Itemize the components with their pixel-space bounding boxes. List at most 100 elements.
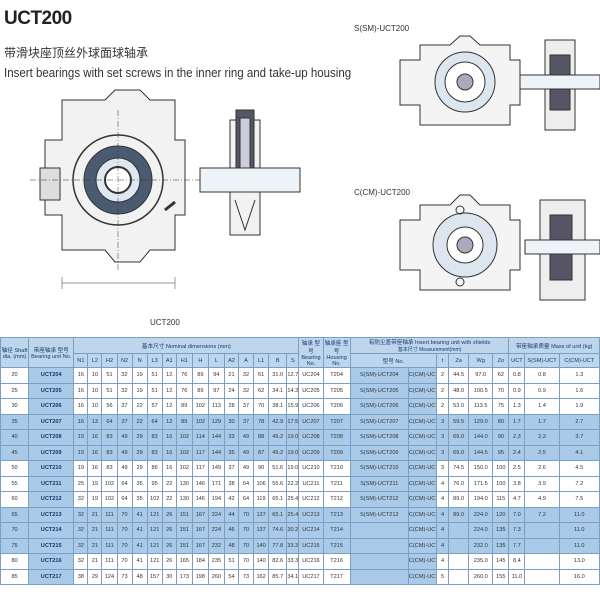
table-cell: UC217 xyxy=(298,568,324,585)
table-cell: 19 xyxy=(73,460,89,477)
table-cell: 24 xyxy=(223,382,240,399)
table-cell: 1.4 xyxy=(524,398,560,415)
table-cell: UC210 xyxy=(298,460,324,477)
uct-front-view xyxy=(30,89,200,289)
specification-table: 轴径 Shaft dia. (mm) 带座轴承 型号 Bearing unit … xyxy=(0,337,600,585)
header-dim-a: A xyxy=(238,353,255,368)
table-cell: 1.6 xyxy=(558,382,600,399)
table-cell: 232 xyxy=(207,537,225,554)
header-meas-za: Za xyxy=(448,353,470,368)
table-cell xyxy=(349,568,409,585)
table-cell: 3 xyxy=(436,444,450,461)
table-cell: 224.0 xyxy=(468,506,494,523)
table-cell: 30 xyxy=(223,413,240,430)
table-cell: 32 xyxy=(238,382,255,399)
table-cell: 7.3 xyxy=(508,522,526,539)
table-cell: 144 xyxy=(207,444,225,461)
page-title: UCT200 xyxy=(4,8,72,29)
table-cell: 16 xyxy=(73,413,89,430)
table-cell: 40 xyxy=(0,429,30,446)
table-cell: 45 xyxy=(0,444,30,461)
table-cell: 155 xyxy=(492,568,510,585)
table-cell: 25.4 xyxy=(286,506,300,523)
table-cell: 157 xyxy=(146,568,163,585)
table-cell: T212 xyxy=(322,491,351,508)
table-cell: 89.0 xyxy=(448,491,470,508)
header-shaft: 轴径 Shaft dia. (mm) xyxy=(0,337,30,368)
table-cell: 65.1 xyxy=(268,491,288,508)
table-cell: 150.0 xyxy=(468,460,494,477)
table-cell: 235.0 xyxy=(468,553,494,570)
table-cell xyxy=(524,537,560,554)
table-cell: 38 xyxy=(223,475,240,492)
header-dim-n: N xyxy=(131,353,148,368)
table-cell: 75 xyxy=(0,537,30,554)
table-cell: 41 xyxy=(131,537,148,554)
table-cell: 26 xyxy=(161,537,177,554)
table-cell: 60 xyxy=(0,491,30,508)
table-cell: S(SM)-UCT211 xyxy=(349,475,409,492)
table-cell: 16 xyxy=(73,382,89,399)
table-cell: 102 xyxy=(175,444,193,461)
table-cell xyxy=(349,553,409,570)
table-cell: 111 xyxy=(101,537,118,554)
table-cell: 140 xyxy=(253,537,270,554)
table-cell: 46 xyxy=(223,522,240,539)
table-cell: T217 xyxy=(322,568,351,585)
table-cell: S(SM)-UCT208 xyxy=(349,429,409,446)
table-cell: 102 xyxy=(175,460,193,477)
header-unit: 带座轴承 型号 Bearing unit No. xyxy=(28,337,75,368)
table-cell: 3.9 xyxy=(524,475,560,492)
table-cell: UC211 xyxy=(298,475,324,492)
bearing-unit-cell: UCT211 xyxy=(28,475,75,492)
table-cell: 12 xyxy=(161,382,177,399)
table-cell: C(CM)-UCT206 xyxy=(407,398,438,415)
table-cell: 194.0 xyxy=(468,491,494,508)
table-cell: 69.0 xyxy=(448,429,470,446)
table-cell: 10 xyxy=(87,398,103,415)
table-cell: 115 xyxy=(492,491,510,508)
table-cell: 100.5 xyxy=(468,382,494,399)
table-cell: 1.3 xyxy=(508,398,526,415)
table-cell: 21 xyxy=(87,553,103,570)
table-cell: 49 xyxy=(238,460,255,477)
table-cell: 95 xyxy=(492,444,510,461)
table-cell: 2 xyxy=(436,398,450,415)
subtitle-english: Insert bearings with set screws in the i… xyxy=(4,66,352,80)
header-no: 型号 No. xyxy=(349,353,438,368)
table-cell: 19.0 xyxy=(286,460,300,477)
table-cell: 51 xyxy=(146,382,163,399)
header-measurement: 基本尺寸 Measurement(mm) xyxy=(397,347,462,353)
table-cell: S(SM)-UCT213 xyxy=(349,506,409,523)
header-dim-s: S xyxy=(286,353,300,368)
table-cell: 25.4 xyxy=(286,491,300,508)
table-cell: S(SM)-UCT204 xyxy=(349,367,409,384)
table-cell: 144 xyxy=(207,429,225,446)
uct-side-view xyxy=(199,109,301,236)
table-cell: T204 xyxy=(322,367,351,384)
table-cell: 42 xyxy=(223,491,240,508)
table-cell: T209 xyxy=(322,444,351,461)
table-cell: UC205 xyxy=(298,382,324,399)
table-cell: 87 xyxy=(253,444,270,461)
table-cell: 0.9 xyxy=(524,382,560,399)
table-cell: 194 xyxy=(207,491,225,508)
table-cell: 2 xyxy=(436,367,450,384)
table-cell: 2.5 xyxy=(508,460,526,477)
table-cell: 48 xyxy=(223,537,240,554)
table-cell: 26 xyxy=(161,522,177,539)
bearing-unit-cell: UCT209 xyxy=(28,444,75,461)
bearing-unit-cell: UCT212 xyxy=(28,491,75,508)
header-meas-wg: Wg xyxy=(468,353,494,368)
table-cell: 11.0 xyxy=(558,537,600,554)
table-cell: 7.7 xyxy=(508,537,526,554)
table-cell: 4.5 xyxy=(558,460,600,477)
bearing-unit-cell: UCT204 xyxy=(28,367,75,384)
table-cell: T211 xyxy=(322,475,351,492)
table-cell: 57 xyxy=(146,398,163,415)
table-cell: 224.0 xyxy=(468,522,494,539)
table-cell: 2.5 xyxy=(524,444,560,461)
